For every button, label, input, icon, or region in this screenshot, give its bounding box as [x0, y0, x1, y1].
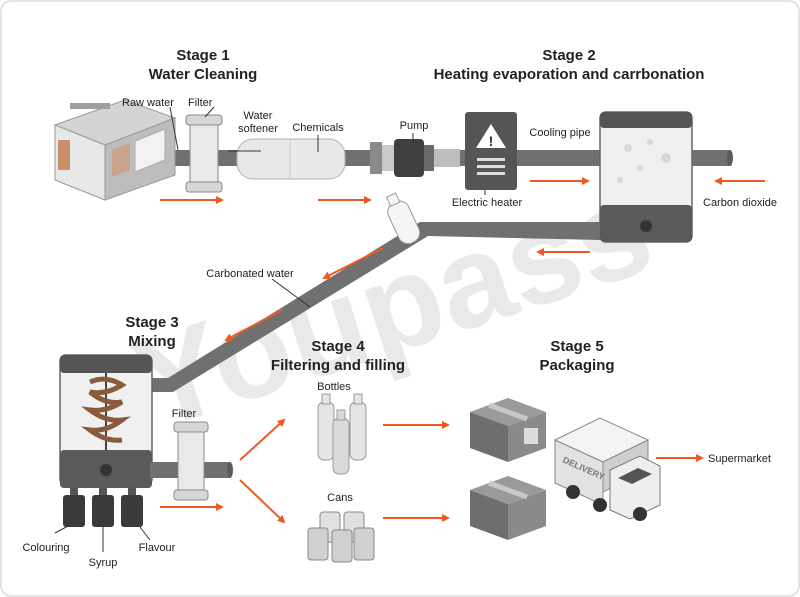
package-box-1 [470, 398, 546, 462]
stage5-title-line1: Stage 5 [550, 338, 603, 355]
label-cans: Cans [327, 492, 353, 504]
stage1-title-line1: Stage 1 [176, 47, 229, 64]
arrow-to-bottles [239, 418, 286, 461]
stage3-title-line1: Stage 3 [125, 314, 178, 331]
label-chemicals: Chemicals [292, 122, 344, 134]
filter-1 [185, 114, 223, 193]
label-flavour: Flavour [139, 542, 176, 554]
label-pump: Pump [400, 120, 429, 132]
label-carbonated-water: Carbonated water [206, 268, 294, 280]
arrow-to-mixer [224, 309, 283, 341]
label-water-softener-line1: Water [244, 110, 273, 122]
label-electric-heater: Electric heater [452, 197, 523, 209]
stage2-title-line2: Heating evaporation and carrbonation [434, 66, 705, 83]
label-water-softener-line2: softener [238, 123, 278, 135]
raw-water-building [53, 99, 177, 201]
label-filter-1: Filter [188, 97, 213, 109]
filter-2 [173, 421, 209, 501]
carbonated-water-leader [271, 278, 311, 308]
syrup-canister [92, 495, 114, 527]
cooling-tank [599, 111, 693, 243]
label-supermarket: Supermarket [708, 453, 771, 465]
stage2-title-line1: Stage 2 [542, 47, 595, 64]
stage4-title-line1: Stage 4 [311, 338, 365, 355]
stage3-title-line2: Mixing [128, 333, 176, 350]
mixer-tank [59, 354, 153, 488]
label-cooling-pipe: Cooling pipe [529, 127, 590, 139]
arrow-to-cans [239, 479, 286, 524]
label-carbon-dioxide: Carbon dioxide [703, 197, 777, 209]
label-syrup: Syrup [89, 557, 118, 569]
carbonated-water-pipe [150, 222, 600, 392]
package-box-2 [470, 476, 546, 540]
flow-arrows [160, 177, 765, 524]
bottles-icon [317, 393, 367, 475]
pump [370, 139, 460, 177]
stage1-title-line2: Water Cleaning [149, 66, 258, 83]
flavour-canister [121, 495, 143, 527]
arrow-back-2 [322, 247, 384, 279]
delivery-truck: DELIVERY [553, 417, 661, 521]
stage4-title-line2: Filtering and filling [271, 357, 405, 374]
label-bottles: Bottles [317, 381, 351, 393]
stage5-title-line2: Packaging [539, 357, 614, 374]
colouring-canister [63, 495, 85, 527]
warning-icon: ! [489, 133, 494, 149]
water-softener-tank [236, 138, 346, 180]
label-filter-2: Filter [172, 408, 197, 420]
bottle-icon [385, 192, 421, 245]
cans-icon [307, 511, 375, 563]
label-raw-water: Raw water [122, 97, 174, 109]
label-colouring: Colouring [22, 542, 69, 554]
electric-heater: ! [465, 112, 517, 190]
